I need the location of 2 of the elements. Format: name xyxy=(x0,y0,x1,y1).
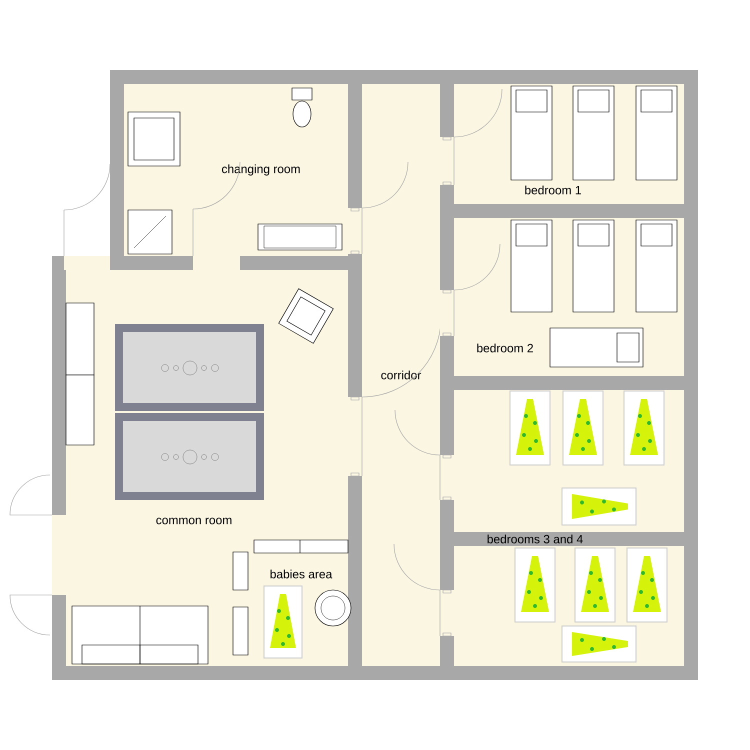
room-label: babies area xyxy=(270,570,332,578)
node-label: bedrooms 3 and 4 xyxy=(488,534,583,544)
